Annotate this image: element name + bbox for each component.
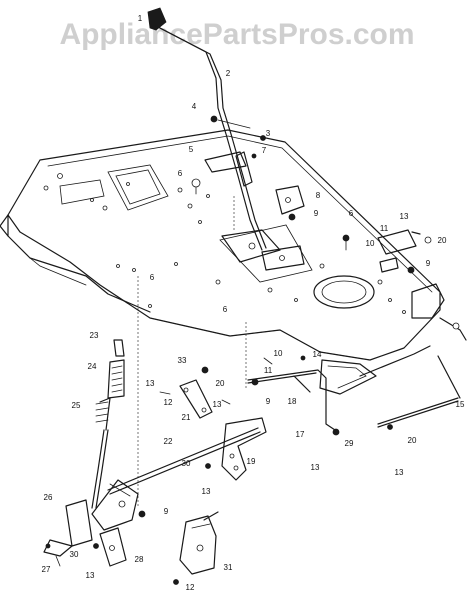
part-label-20a: 20: [438, 236, 447, 245]
part-label-27: 27: [42, 565, 51, 574]
part-label-14: 14: [313, 350, 322, 359]
part-label-10b: 10: [274, 349, 283, 358]
part-label-23: 23: [90, 331, 99, 340]
part-label-4: 4: [192, 102, 197, 111]
part-label-10a: 10: [366, 239, 375, 248]
part-label-13g: 13: [86, 571, 95, 580]
part-label-33: 33: [178, 356, 187, 365]
bracket-31: [173, 511, 219, 585]
part-label-22: 22: [164, 437, 173, 446]
part-label-1: 1: [138, 14, 143, 23]
part-label-19: 19: [247, 457, 256, 466]
part-label-9b: 9: [426, 259, 431, 268]
part-label-7: 7: [262, 146, 267, 155]
part-label-30a: 30: [182, 459, 191, 468]
alignment-lines: [137, 196, 247, 508]
part-label-24: 24: [88, 362, 97, 371]
pivot-bracket: [275, 185, 305, 221]
right-linkage: [319, 283, 467, 395]
part-label-31: 31: [224, 563, 233, 572]
part-label-8: 8: [316, 191, 321, 200]
part-label-6a: 6: [178, 169, 183, 178]
rod-15: [377, 355, 461, 430]
part-label-13c: 13: [213, 400, 222, 409]
part-label-9c: 9: [266, 397, 271, 406]
part-label-5: 5: [189, 145, 194, 154]
rod-22: [107, 417, 267, 495]
frame-holes: [43, 173, 406, 314]
part-label-12a: 12: [164, 398, 173, 407]
part-label-26: 26: [44, 493, 53, 502]
lever-bracket: [191, 115, 266, 195]
linkage-21: [159, 366, 259, 419]
part-label-6c: 6: [150, 273, 155, 282]
right-bracket: [342, 229, 432, 274]
part-label-13f: 13: [202, 487, 211, 496]
part-label-25: 25: [72, 401, 81, 410]
part-label-13d: 13: [311, 463, 320, 472]
spring-assembly: [91, 339, 125, 509]
part-label-11b: 11: [264, 366, 273, 375]
part-label-18: 18: [288, 397, 297, 406]
part-label-11a: 11: [380, 224, 389, 233]
rod-17-18: [247, 355, 340, 436]
part-label-20b: 20: [216, 379, 225, 388]
frame-assembly: [0, 129, 441, 361]
part-label-13a: 13: [400, 212, 409, 221]
part-label-6d: 6: [223, 305, 228, 314]
part-label-9d: 9: [164, 507, 169, 516]
part-label-29: 29: [345, 439, 354, 448]
part-label-28: 28: [135, 555, 144, 564]
part-label-30b: 30: [70, 550, 79, 559]
part-label-3: 3: [266, 129, 271, 138]
part-label-13e: 13: [395, 468, 404, 477]
part-label-15: 15: [456, 400, 465, 409]
part-label-6b: 6: [349, 209, 354, 218]
part-label-21: 21: [182, 413, 191, 422]
part-label-2: 2: [226, 69, 231, 78]
part-label-20c: 20: [408, 436, 417, 445]
center-bracket: [221, 229, 305, 271]
part-label-12b: 12: [186, 583, 195, 592]
part-label-9a: 9: [314, 209, 319, 218]
pedal-bracket: [43, 479, 146, 567]
watermark: AppliancePartsPros.com: [59, 18, 414, 51]
part-label-17: 17: [296, 430, 305, 439]
part-label-13b: 13: [146, 379, 155, 388]
